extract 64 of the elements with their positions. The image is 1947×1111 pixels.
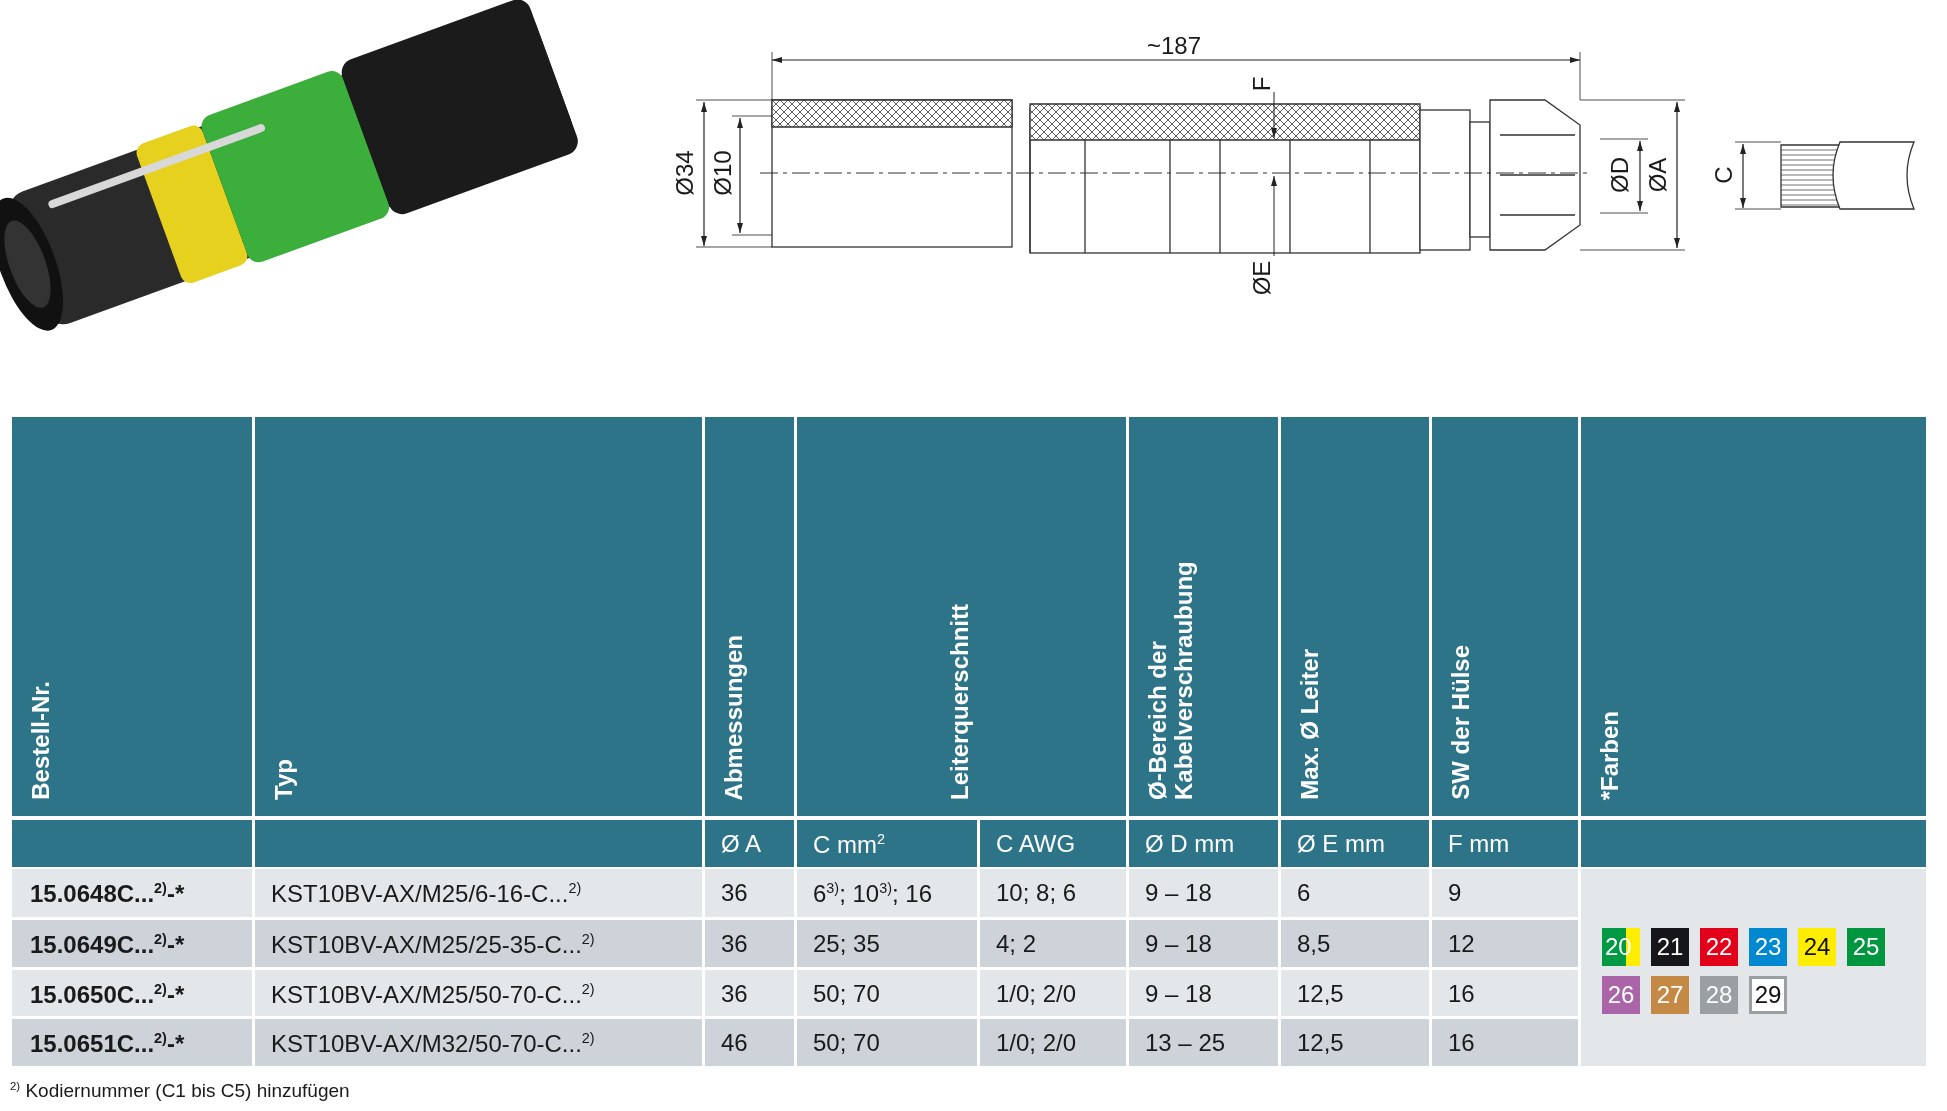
cell-value: 36 [721,881,748,905]
dimension-label: ØA [1645,157,1670,193]
colour-swatch: 27 [1651,976,1689,1014]
dimension-label: C [1711,166,1736,184]
colour-swatch: 28 [1700,976,1738,1014]
unit-header: Ø D mm [1145,832,1235,856]
order-number: 15.0651C...$^{2)}$-* [30,1031,185,1056]
cell-value: 9 – 18 [1145,881,1212,905]
colour-swatch: 26 [1602,976,1640,1014]
column-header: Typ [271,759,298,800]
cell-value: 46 [721,1031,748,1055]
cell-value: 12,5 [1297,1031,1344,1055]
dimension-label: Ø34 [672,150,697,196]
cell-value: 10; 8; 6 [996,881,1077,905]
dimension-label: ØE [1249,260,1274,296]
footnote: $^{2)}$ Kodiernummer (C1 bis C5) hinzufügen [10,1080,350,1103]
column-header: SW der Hülse [1448,645,1475,800]
cell-value: 1/0; 2/0 [996,1031,1077,1055]
colour-swatch: 23 [1749,928,1787,966]
column-header: Ø-Bereich der Kabelverschraubung [1145,560,1198,800]
column-header: Bestell-Nr. [28,681,55,800]
unit-header: C mm$^{2}$ [813,832,885,857]
colour-swatch: 25 [1847,928,1885,966]
colour-swatch: 29 [1749,976,1787,1014]
cell-value: 25; 35 [813,932,880,956]
cell-value: 8,5 [1297,932,1331,956]
dimension-label: Ø10 [710,150,735,196]
cell-value: 4; 2 [996,932,1037,956]
cell-value: KST10BV-AX/M25/6-16-C...$^{2)}$ [271,881,582,906]
dimension-label: ~187 [1147,34,1202,58]
cell-value: 36 [721,982,748,1006]
cell-value: 16 [1448,1031,1475,1055]
cell-value: 6$^{3)}$; 10$^{3)}$; 16 [813,881,932,906]
cell-value: 13 – 25 [1145,1031,1226,1055]
colour-swatch: 24 [1798,928,1836,966]
dimension-label: ØD [1608,157,1632,193]
cell-value: 9 – 18 [1145,932,1212,956]
order-number: 15.0649C...$^{2)}$-* [30,932,185,957]
column-header: *Farben [1597,710,1624,800]
order-number: 15.0650C...$^{2)}$-* [30,982,185,1007]
cell-value: 12,5 [1297,982,1344,1006]
cell-value: 50; 70 [813,1031,880,1055]
cell-value: KST10BV-AX/M25/50-70-C...$^{2)}$ [271,982,595,1007]
dimension-label: F [1249,76,1274,92]
cell-value: 1/0; 2/0 [996,982,1077,1006]
unit-header: C AWG [996,832,1076,856]
cell-value: 9 [1448,881,1462,905]
cell-value: 50; 70 [813,982,880,1006]
cell-value: 9 – 18 [1145,982,1212,1006]
unit-header: F mm [1448,832,1510,856]
cell-value: 12 [1448,932,1475,956]
column-header: Abmessungen [721,634,748,800]
colour-swatch: 22 [1700,928,1738,966]
cell-value: 36 [721,932,748,956]
cell-value: KST10BV-AX/M25/25-35-C...$^{2)}$ [271,932,595,957]
cell-value: 6 [1297,881,1311,905]
cell-value: KST10BV-AX/M32/50-70-C...$^{2)}$ [271,1031,595,1056]
colour-swatch: 21 [1651,928,1689,966]
cell-value: 16 [1448,982,1475,1006]
order-number: 15.0648C...$^{2)}$-* [30,881,185,906]
column-header: Max. Ø Leiter [1297,649,1324,800]
column-header: Leiterquerschnitt [947,603,974,800]
unit-header: Ø E mm [1297,832,1385,856]
unit-header: Ø A [721,832,762,856]
